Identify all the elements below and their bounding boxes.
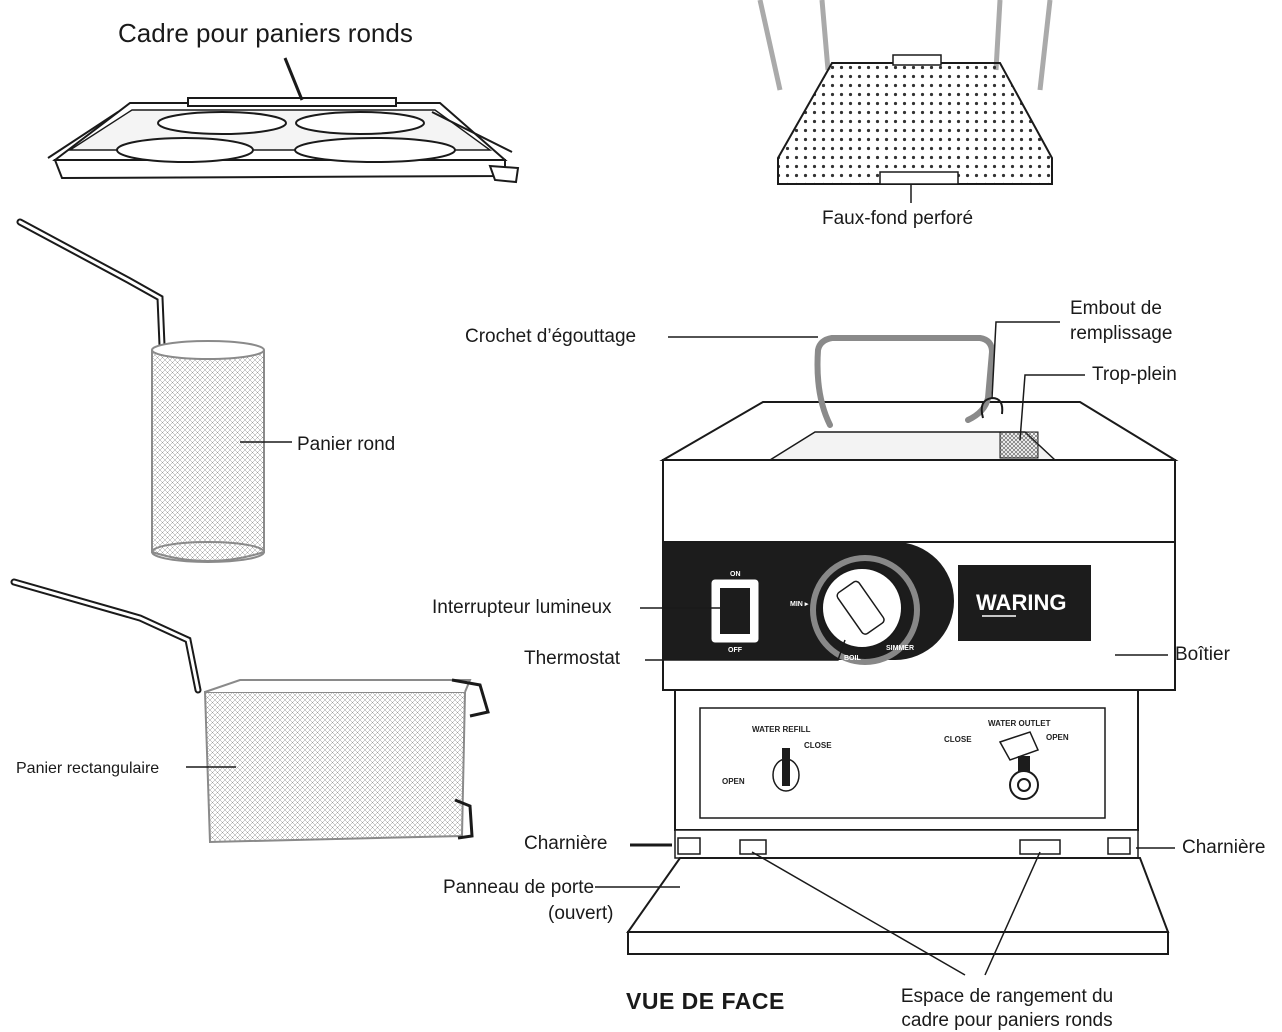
cooker-unit: ON OFF MIN ▸ BOIL SIMMER WARING WATER RE…: [626, 335, 1179, 955]
storage-space-label-line1: Espace de rangement du: [900, 986, 1114, 1007]
front-view-title: VUE DE FACE: [626, 988, 785, 1014]
switch-off-text: OFF: [728, 647, 743, 654]
overflow-label: Trop-plein: [1092, 364, 1177, 385]
outlet-close-text: CLOSE: [944, 735, 972, 744]
refill-open-text: OPEN: [722, 777, 745, 786]
brand-logo: WARING: [976, 590, 1066, 615]
frame-leader-line: [283, 57, 304, 101]
water-outlet-text: WATER OUTLET: [988, 719, 1051, 728]
false-bottom-label: Faux-fond perforé: [822, 208, 974, 229]
light-switch-label: Interrupteur lumineux: [432, 597, 612, 618]
frame-round-baskets-label: Cadre pour paniers ronds: [118, 18, 413, 48]
rect-basket-label: Panier rectangulaire: [16, 760, 160, 777]
dial-min-text: MIN ▸: [790, 601, 809, 608]
false-bottom-illustration: [757, 0, 1053, 203]
fill-nozzle-label-line1: Embout de: [1070, 298, 1162, 319]
fill-nozzle-label-line2: remplissage: [1070, 323, 1173, 344]
thermostat-label: Thermostat: [524, 648, 621, 669]
housing-label: Boîtier: [1175, 644, 1230, 665]
switch-on-text: ON: [730, 571, 741, 578]
round-basket-illustration: [16, 218, 292, 563]
door-panel-label-line2: (ouvert): [548, 903, 614, 924]
round-basket-frame: [47, 97, 520, 184]
outlet-open-text: OPEN: [1046, 733, 1069, 742]
storage-space-label-line2: cadre pour paniers ronds: [901, 1010, 1113, 1031]
dial-boil-text: BOIL: [844, 655, 861, 662]
dial-simmer-text: SIMMER: [886, 645, 914, 652]
hinge-left-label: Charnière: [524, 833, 608, 854]
door-panel-label-line1: Panneau de porte: [443, 877, 595, 898]
hinge-right-label: Charnière: [1182, 837, 1266, 858]
leader-lines: [595, 321, 1175, 976]
water-refill-text: WATER REFILL: [752, 725, 811, 734]
drain-hook-label: Crochet d’égouttage: [465, 326, 637, 347]
refill-close-text: CLOSE: [804, 741, 832, 750]
rect-basket-illustration: [10, 578, 490, 844]
round-basket-label: Panier rond: [297, 434, 396, 455]
